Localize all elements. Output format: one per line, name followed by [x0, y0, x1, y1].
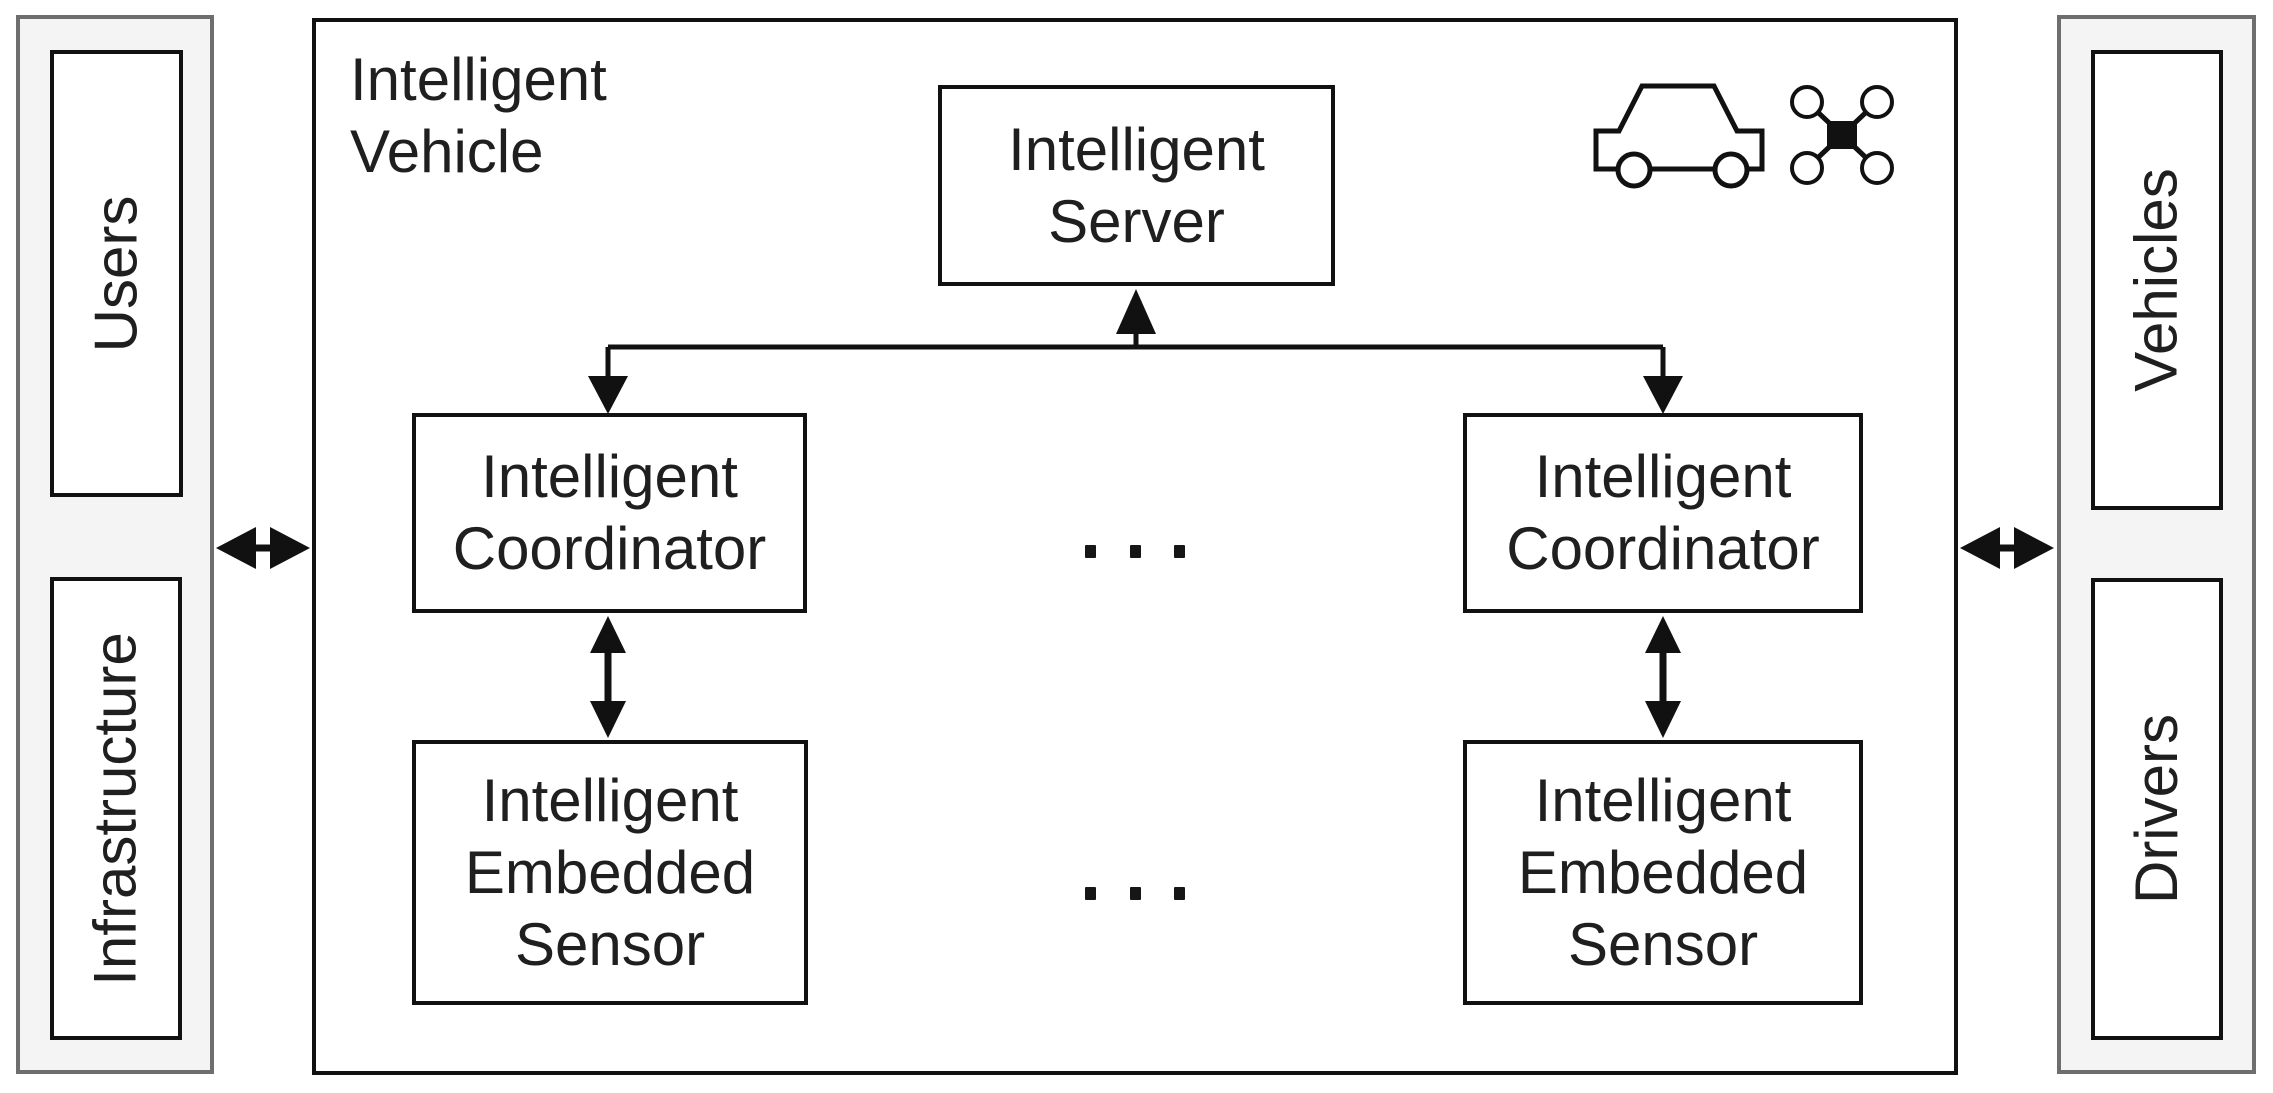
drivers-label: Drivers [2123, 714, 2190, 904]
drone-icon [1790, 85, 1894, 185]
intelligent-server-box: Intelligent Server [938, 85, 1335, 286]
ellipsis-dots-top [1085, 544, 1185, 558]
ellipsis-dots-bottom [1085, 886, 1185, 900]
intelligent-embedded-sensor-left-box: Intelligent Embedded Sensor [412, 740, 808, 1005]
drivers-box: Drivers [2091, 578, 2223, 1040]
vehicles-label: Vehicles [2123, 168, 2191, 392]
users-label: Users [82, 195, 150, 352]
intelligent-coordinator-left-box: Intelligent Coordinator [412, 413, 807, 613]
intelligent-vehicle-title: Intelligent Vehicle [350, 46, 607, 185]
intelligent-coordinator-right-box: Intelligent Coordinator [1463, 413, 1863, 613]
car-icon [1593, 83, 1765, 189]
infrastructure-box: Infrastructure [50, 577, 182, 1040]
intelligent-embedded-sensor-right-box: Intelligent Embedded Sensor [1463, 740, 1863, 1005]
infrastructure-label: Infrastructure [82, 631, 149, 986]
users-box: Users [50, 50, 183, 497]
vehicles-box: Vehicles [2091, 50, 2223, 510]
